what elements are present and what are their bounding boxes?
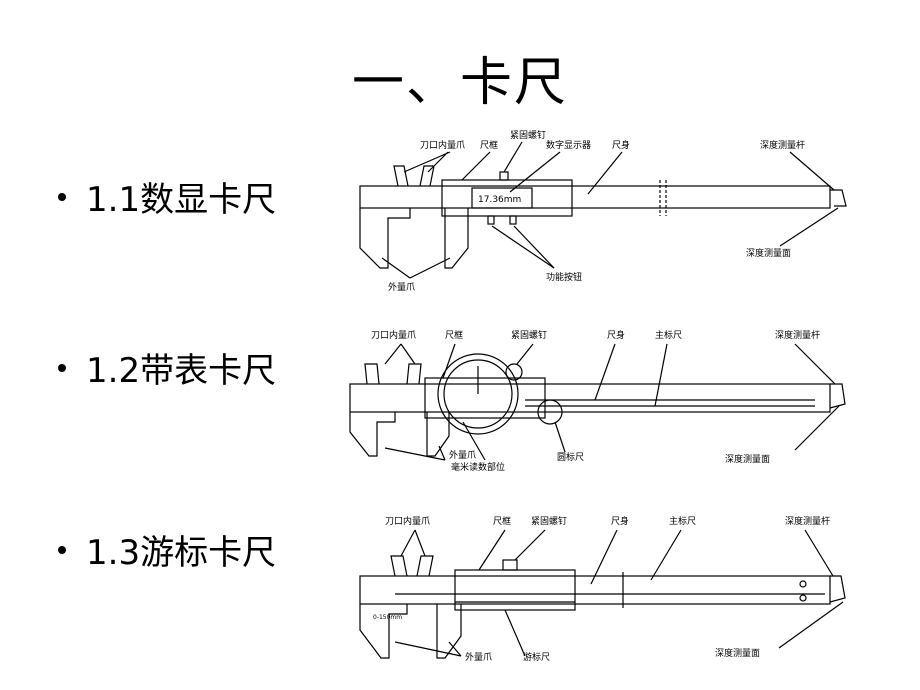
label-screw: 紧固螺钉 <box>531 516 567 527</box>
label-dial: 圆标尺 <box>557 451 584 463</box>
bullet-item-digital-caliper: 1.1数显卡尺 <box>58 172 276 221</box>
bullet-icon <box>58 545 66 554</box>
bullet-item-dial-caliper: 1.2带表卡尺 <box>58 343 276 392</box>
vernier-caliper-diagram: 0-150mm 刀口内量爪 尺框 紧固螺钉 尺身 主标尺 深度测量杆 外量爪 游… <box>355 510 850 680</box>
label-screw: 紧固螺钉 <box>510 130 546 141</box>
label-depth-face: 深度测量面 <box>746 247 791 259</box>
label-depth-rod: 深度测量杆 <box>785 515 830 527</box>
label-inner-jaw: 刀口内量爪 <box>385 515 430 527</box>
bullet-icon <box>58 363 66 372</box>
label-body: 尺身 <box>607 329 625 341</box>
label-depth-rod: 深度测量杆 <box>775 329 820 341</box>
dial-caliper-diagram: 刀口内量爪 尺框 紧固螺钉 尺身 主标尺 深度测量杆 外量爪 毫米读数部位 圆标… <box>345 322 850 472</box>
digital-caliper-diagram: 17.36mm 刀口内量爪 尺框 紧固螺钉 数字显示器 尺身 深度测量杆 外量爪… <box>350 128 850 298</box>
label-body: 尺身 <box>612 139 630 151</box>
label-body: 尺身 <box>611 515 629 527</box>
label-depth-face: 深度测量面 <box>725 453 770 465</box>
label-precision: 0-150mm <box>373 614 402 621</box>
label-main-scale: 主标尺 <box>669 515 696 527</box>
label-frame: 尺框 <box>445 329 463 341</box>
label-depth-face: 深度测量面 <box>715 647 760 659</box>
label-depth-rod: 深度测量杆 <box>760 139 805 151</box>
bullet-icon <box>58 192 66 201</box>
label-frame: 尺框 <box>493 515 511 527</box>
label-outer-jaw: 外量爪 <box>465 651 492 663</box>
label-mm-reading: 毫米读数部位 <box>451 461 505 472</box>
label-main-scale: 主标尺 <box>655 329 682 341</box>
label-frame: 尺框 <box>480 139 498 151</box>
bullet-label: 1.1数显卡尺 <box>86 180 277 220</box>
label-outer-jaw: 外量爪 <box>449 449 476 461</box>
bullet-label: 1.3游标卡尺 <box>86 533 277 573</box>
label-inner-jaw: 刀口内量爪 <box>371 329 416 341</box>
label-outer-jaw: 外量爪 <box>388 281 415 293</box>
bullet-item-vernier-caliper: 1.3游标卡尺 <box>58 525 276 574</box>
label-vernier: 游标尺 <box>523 651 550 663</box>
lcd-readout: 17.36mm <box>478 195 521 205</box>
slide-title: 一、卡尺 <box>351 53 568 113</box>
label-display: 数字显示器 <box>546 139 591 151</box>
label-inner-jaw: 刀口内量爪 <box>420 139 465 151</box>
label-buttons: 功能按钮 <box>546 271 582 283</box>
label-screw: 紧固螺钉 <box>511 330 547 341</box>
bullet-label: 1.2带表卡尺 <box>86 351 277 391</box>
